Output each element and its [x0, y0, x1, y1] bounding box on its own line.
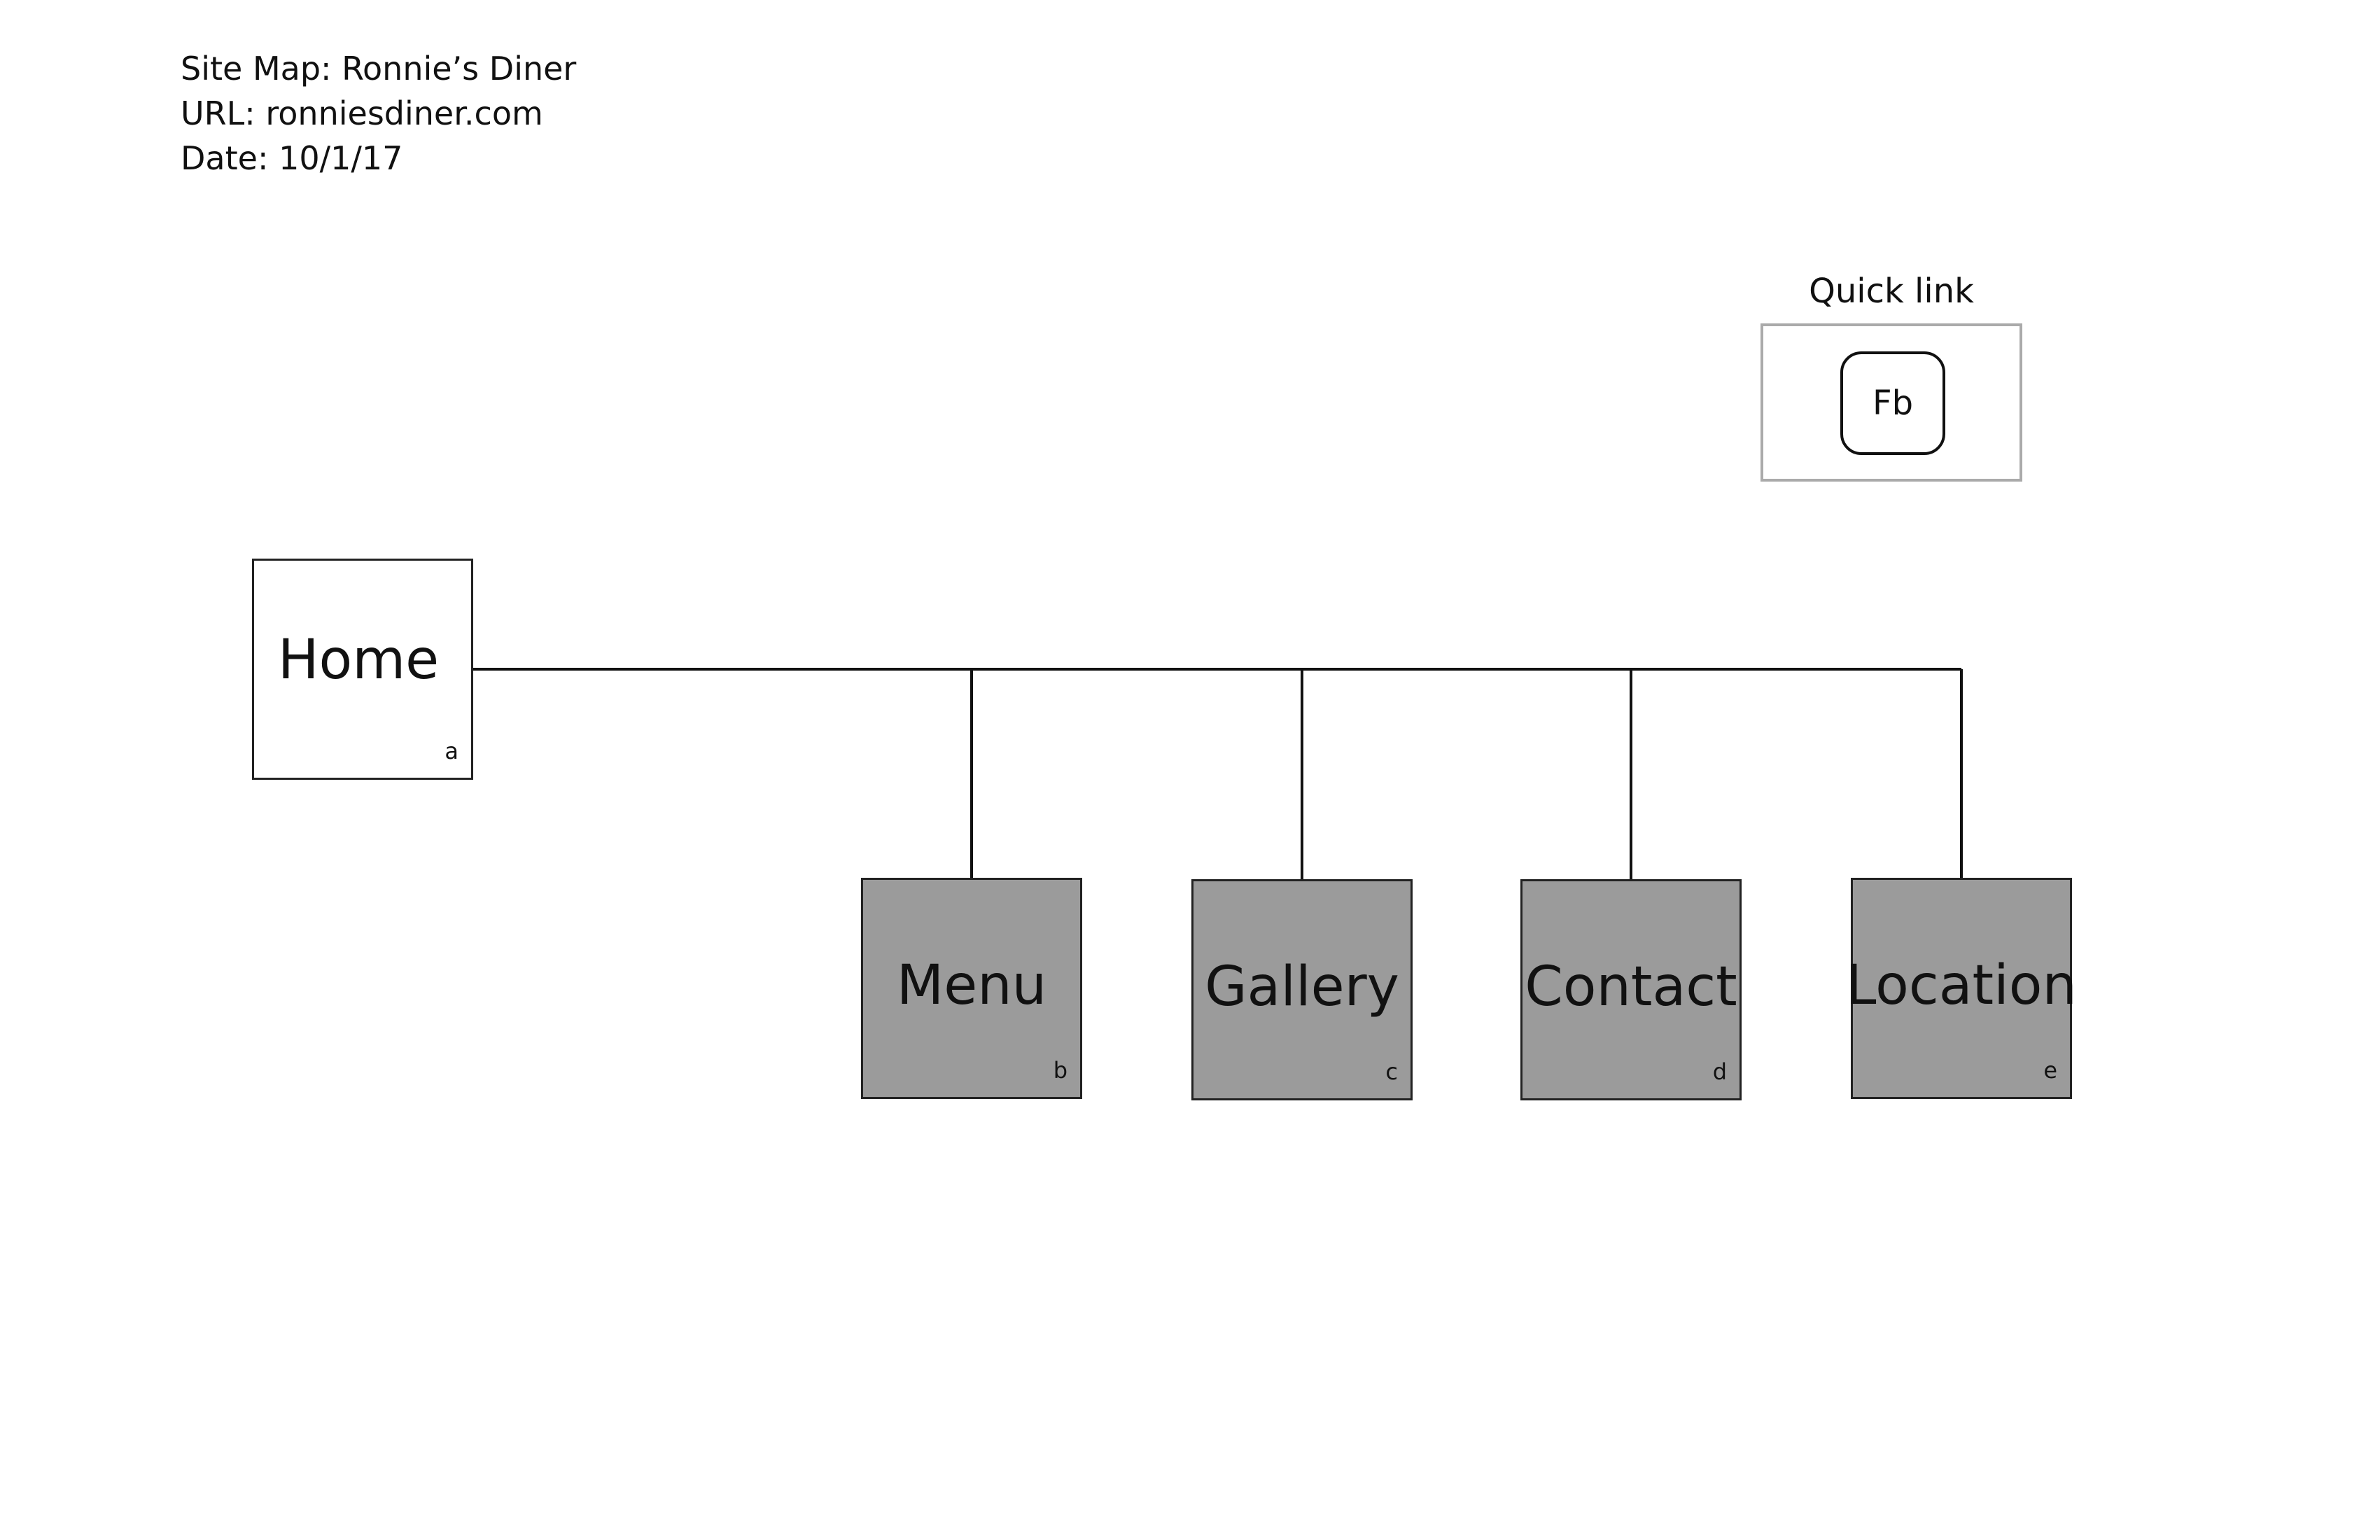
menu-code: b	[1053, 1057, 1068, 1084]
site-map-title: Site Map: Ronnie’s Diner	[181, 50, 577, 88]
home-code: a	[444, 738, 458, 764]
gallery-node: Gallery c	[1191, 879, 1413, 1100]
site-map-date: Date: 10/1/17	[181, 139, 403, 177]
quick-link-title: Quick link	[1809, 272, 1974, 311]
site-map-header: Site Map: Ronnie’s Diner URL: ronniesdin…	[181, 46, 576, 181]
location-code: e	[2043, 1057, 2057, 1084]
gallery-code: c	[1385, 1058, 1398, 1085]
menu-label: Menu	[896, 954, 1047, 1017]
site-url: URL: ronniesdiner.com	[181, 94, 543, 132]
home-node: Home a	[252, 559, 473, 780]
contact-label: Contact	[1525, 955, 1737, 1018]
gallery-label: Gallery	[1205, 955, 1399, 1018]
home-label: Home	[277, 629, 440, 692]
quick-link-box: Fb	[1760, 323, 2022, 482]
location-label: Location	[1846, 954, 2077, 1017]
contact-node: Contact d	[1520, 879, 1742, 1100]
location-node: Location e	[1846, 878, 2077, 1099]
facebook-button[interactable]: Fb	[1840, 351, 1945, 455]
contact-code: d	[1712, 1058, 1727, 1085]
menu-node: Menu b	[861, 878, 1082, 1099]
